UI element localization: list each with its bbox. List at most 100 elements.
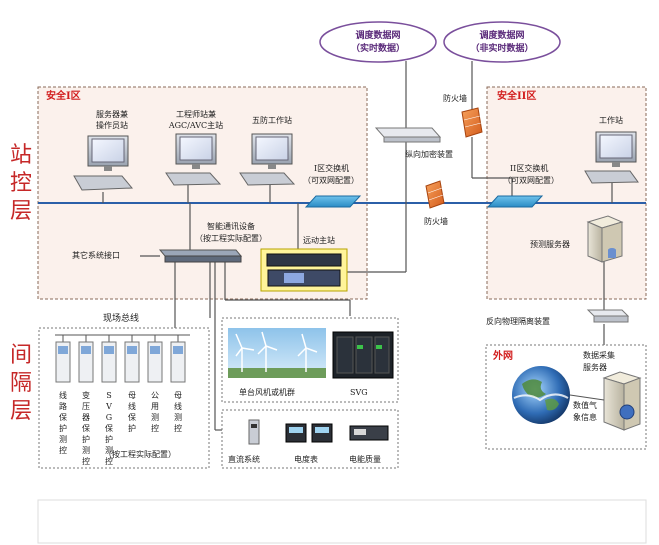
- firewall-mid-label: 防火墙: [424, 216, 448, 226]
- svg-text:（按工程实际配置）: （按工程实际配置）: [195, 233, 267, 243]
- protection-device-label: 保: [105, 423, 113, 433]
- svg-text:层: 层: [10, 199, 32, 224]
- security-zone-2: [486, 86, 647, 300]
- other-interface-label: 其它系统接口: [72, 250, 120, 260]
- protection-device-label: 器: [82, 413, 90, 422]
- svg-text:（可双网配置）: （可双网配置）: [303, 176, 359, 185]
- data-collection-server: 数据采集 服务器 数值气 象信息: [569, 350, 642, 431]
- forecast-server: 预测服务器: [530, 215, 624, 263]
- protection-device-label: 测: [82, 446, 90, 455]
- protection-device-label: 母: [174, 391, 182, 400]
- wind-label: 单台风机或机群: [239, 387, 295, 397]
- svg-text:操作员站: 操作员站: [96, 120, 128, 130]
- smart-comm-device: 智能通讯设备 （按工程实际配置） 其它系统接口: [72, 221, 267, 263]
- switch-zone2: II区交换机 （可双网配置）: [486, 163, 559, 208]
- svg-text:服务器兼: 服务器兼: [96, 109, 128, 119]
- weather-globe: [512, 366, 570, 424]
- protection-device-label: 线: [174, 401, 182, 411]
- protection-device-label: 控: [105, 456, 113, 466]
- svg-text:预测服务器: 预测服务器: [530, 239, 570, 249]
- protection-device-label: 护: [59, 423, 67, 433]
- wind-turbines-image: 单台风机或机群: [228, 328, 326, 397]
- dc-system-device: 直流系统: [228, 419, 260, 464]
- workstation-zone2: 工作站: [584, 115, 639, 184]
- dispatch-network-nonrealtime: 调度数据网 （非实时数据）: [443, 21, 561, 63]
- protection-device-label: 测: [59, 435, 67, 444]
- svg-text:站: 站: [10, 143, 32, 168]
- svg-text:AGC/AVC主站: AGC/AVC主站: [168, 120, 223, 130]
- protection-device-label: 用: [151, 402, 159, 411]
- svg-text:直流系统: 直流系统: [228, 454, 260, 464]
- svg-text:服务器: 服务器: [583, 362, 607, 372]
- svg-text:工程师站兼: 工程师站兼: [176, 109, 216, 119]
- protection-device-label: S: [106, 391, 111, 400]
- protection-device-label: 测: [105, 446, 113, 455]
- zone1-title: 安全I区: [46, 89, 81, 102]
- firewall-top-label: 防火墙: [443, 93, 467, 103]
- svg-text:工作站: 工作站: [599, 115, 623, 125]
- svg-text:隔: 隔: [10, 371, 32, 396]
- svg-label: SVG: [350, 388, 368, 397]
- protection-note: （按工程实际配置）: [104, 449, 176, 459]
- svg-text:数据采集: 数据采集: [583, 350, 615, 360]
- reverse-isolation-device: 反向物理隔离装置: [486, 309, 630, 326]
- protection-device-label: V: [105, 402, 112, 411]
- protection-device-label: 保: [82, 423, 90, 433]
- svg-text:电度表: 电度表: [294, 454, 318, 464]
- svg-text:调度数据网: 调度数据网: [479, 29, 524, 41]
- svg-equipment-image: SVG: [332, 331, 394, 397]
- station-layer-label: 站 控 层: [10, 143, 32, 224]
- workstation-engineer: 工程师站兼 AGC/AVC主站: [165, 109, 223, 186]
- protection-device-label: G: [106, 413, 112, 422]
- field-bus-label: 现场总线: [103, 312, 139, 324]
- protection-device-label: 线: [128, 401, 136, 411]
- protection-device-label: 保: [128, 412, 136, 422]
- svg-text:电能质量: 电能质量: [349, 454, 381, 464]
- switch-zone1: I区交换机 （可双网配置）: [303, 163, 362, 208]
- svg-text:反向物理隔离装置: 反向物理隔离装置: [486, 316, 550, 326]
- svg-text:I区交换机: I区交换机: [314, 163, 349, 173]
- vertical-encryption-label: 纵向加密装置: [405, 149, 453, 159]
- protection-device-label: 护: [82, 434, 90, 444]
- protection-device-label: 路: [59, 401, 67, 411]
- dispatch-network-realtime: 调度数据网 （实时数据）: [319, 21, 437, 63]
- svg-text:（实时数据）: （实时数据）: [351, 42, 405, 54]
- workstation-five-prevention: 五防工作站: [239, 115, 296, 186]
- protection-device-label: 线: [59, 390, 67, 400]
- svg-text:（可双网配置）: （可双网配置）: [503, 176, 559, 185]
- protection-device-label: 护: [128, 423, 136, 433]
- protection-device-label: 控: [151, 423, 159, 433]
- connection-lines: [102, 61, 613, 431]
- protection-device-label: 控: [59, 445, 67, 455]
- svg-text:数值气: 数值气: [573, 400, 597, 410]
- power-quality-device: 电能质量: [349, 425, 389, 464]
- protection-device-label: 公: [151, 391, 159, 400]
- protection-device-label: 测: [151, 413, 159, 422]
- svg-text:智能通讯设备: 智能通讯设备: [207, 221, 255, 231]
- protection-device-label: 变: [82, 390, 90, 400]
- external-zone-title: 外网: [492, 349, 513, 362]
- bay-layer-label: 间 隔 层: [10, 343, 32, 424]
- protection-device-label: 测: [174, 413, 182, 422]
- protection-device-label: 压: [82, 402, 90, 411]
- svg-text:象信息: 象信息: [573, 412, 597, 422]
- telecontrol-main-station: 远动主站: [260, 235, 348, 292]
- protection-device-label: 护: [105, 434, 113, 444]
- svg-text:远动主站: 远动主站: [303, 235, 335, 245]
- vertical-encryption-device: 纵向加密装置: [374, 127, 453, 159]
- workstation-server-operator: 服务器兼 操作员站: [73, 109, 134, 191]
- protection-device-label: 母: [128, 391, 136, 400]
- svg-text:（非实时数据）: （非实时数据）: [470, 42, 533, 54]
- bottom-frame: [37, 499, 647, 544]
- firewall-top: 防火墙: [443, 93, 483, 138]
- svg-text:控: 控: [10, 171, 32, 196]
- svg-text:II区交换机: II区交换机: [510, 163, 548, 173]
